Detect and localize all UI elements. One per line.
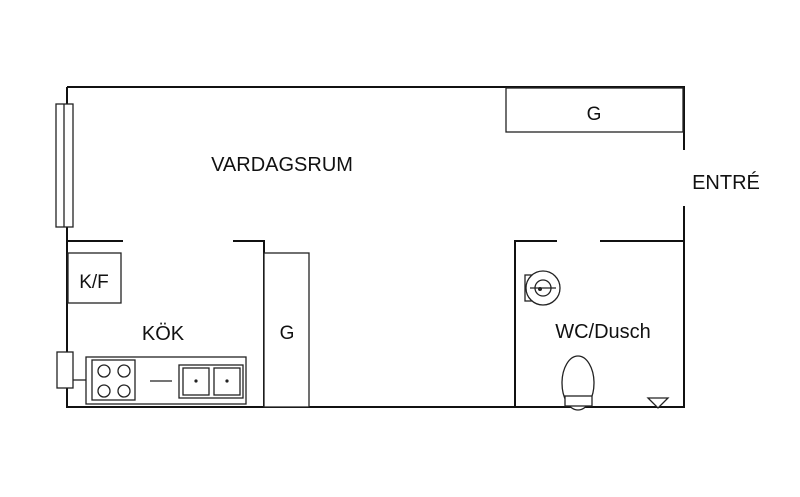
- floor-drain-icon: [646, 397, 670, 409]
- wardrobe-top-label: G: [587, 104, 602, 125]
- room-label-entry: ENTRÉ: [692, 171, 760, 194]
- fridge-freezer: K/F: [67, 252, 122, 304]
- wardrobe-middle: G: [263, 252, 310, 408]
- wardrobe-middle-label: G: [280, 323, 295, 344]
- room-label-kitchen: KÖK: [142, 323, 185, 345]
- shower-icon: [524, 270, 561, 306]
- room-label-living: VARDAGSRUM: [211, 154, 353, 176]
- room-label-bathroom: WC/Dusch: [555, 321, 651, 343]
- wardrobe-top: G: [505, 87, 684, 133]
- window-icon: [55, 103, 74, 228]
- fridge-freezer-label: K/F: [79, 272, 109, 293]
- toilet-icon: [561, 355, 595, 411]
- sink-icon: [150, 364, 244, 399]
- stove-icon: [91, 359, 136, 401]
